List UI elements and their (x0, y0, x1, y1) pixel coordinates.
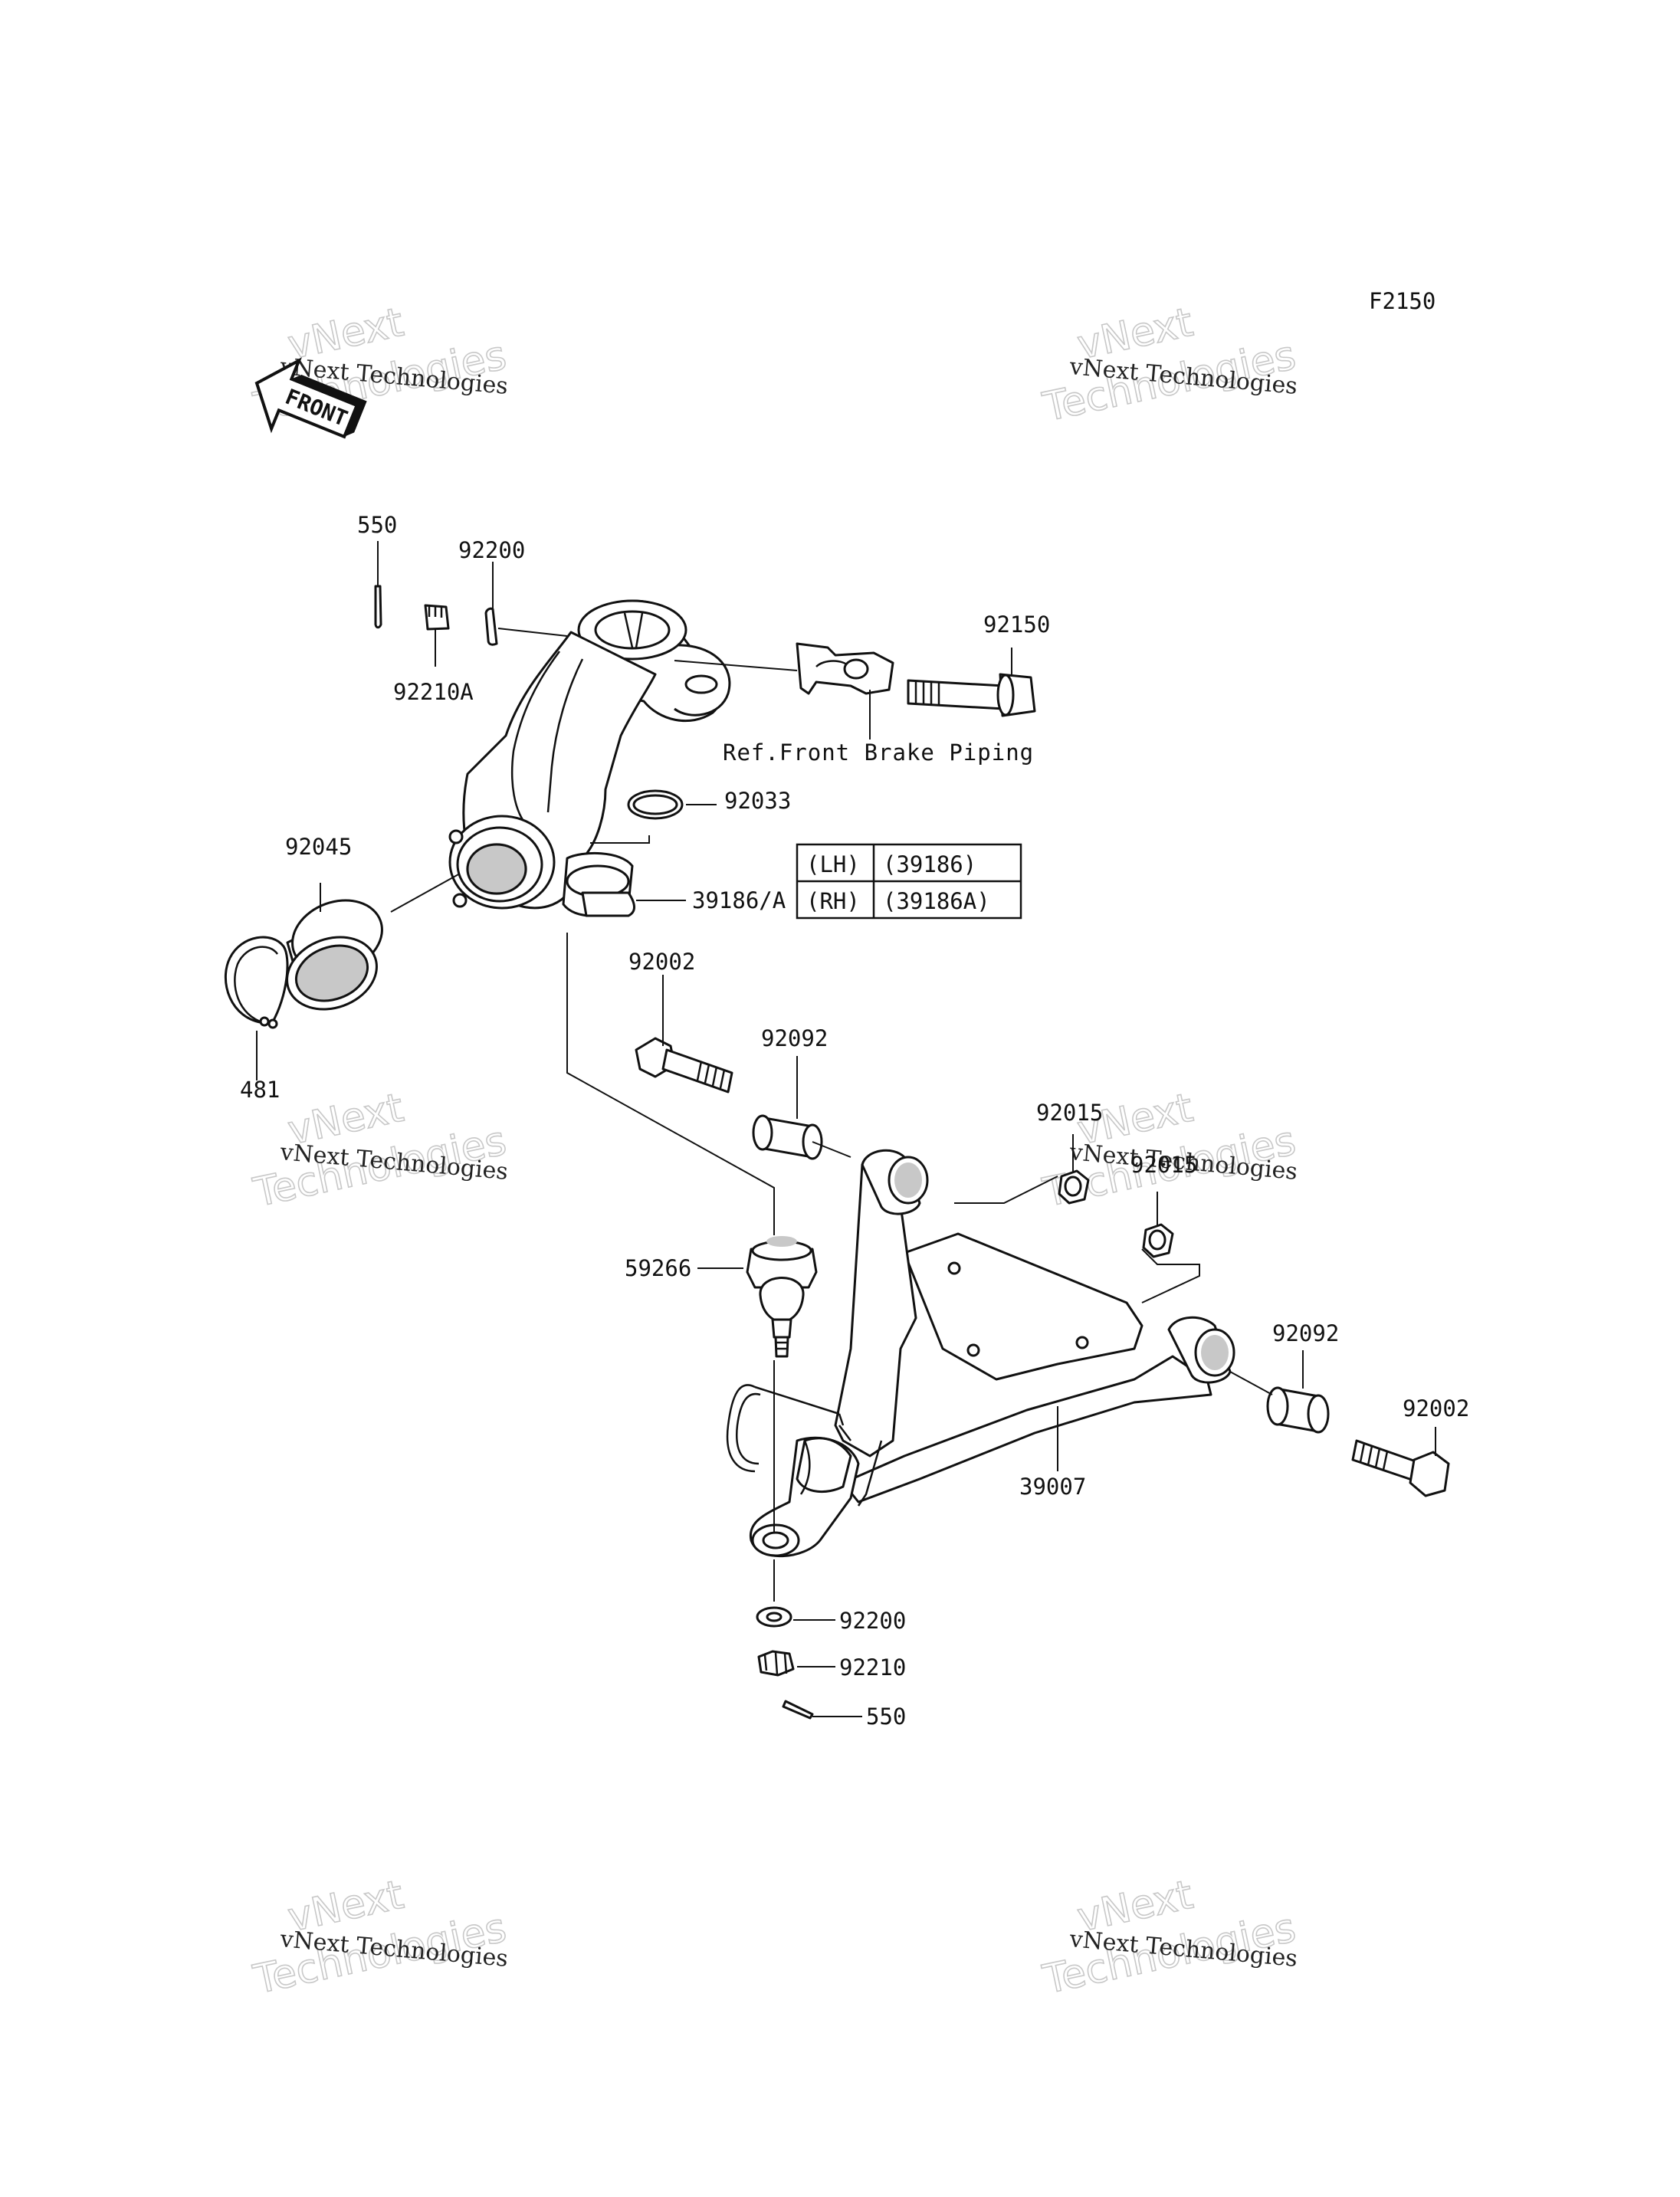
callout-92150: 92150 (983, 612, 1050, 638)
washer-92200-bottom (756, 1606, 792, 1628)
callout-labels: 550 92200 92210A 92150 92033 92045 39186… (240, 512, 1469, 1730)
callout-92210: 92210 (839, 1654, 906, 1681)
bushing-92092-left (752, 1114, 823, 1160)
callout-92200-bottom: 92200 (839, 1608, 906, 1634)
bearing-92045 (286, 899, 383, 1011)
leader-lines (256, 541, 1436, 1717)
callout-92002-left: 92002 (628, 949, 695, 975)
bolt-92150 (907, 673, 1036, 717)
table-row-rh-side: (RH) (806, 888, 860, 914)
callout-92200-top: 92200 (458, 537, 525, 563)
callout-92092-right: 92092 (1272, 1320, 1339, 1346)
watermark-bottom-right: vNext Technologies (1039, 1871, 1301, 2004)
reference-note: Ref.Front Brake Piping (723, 739, 1034, 766)
callout-550-top: 550 (357, 512, 397, 538)
callout-92092-left: 92092 (761, 1025, 828, 1051)
steering-knuckle (448, 599, 731, 917)
table-row-rh-part: (39186A) (883, 888, 990, 914)
callout-92015-a: 92015 (1036, 1100, 1103, 1126)
o-ring-92033 (627, 789, 684, 820)
callout-39007: 39007 (1019, 1474, 1086, 1500)
callout-92033: 92033 (724, 788, 791, 814)
bolt-92002-left (635, 1037, 733, 1094)
a-arm-39007 (726, 1149, 1235, 1558)
side-table: (LH) (39186) (RH) (39186A) (796, 843, 1022, 920)
brake-bracket (796, 642, 894, 695)
nut-92015-a (1058, 1169, 1090, 1205)
bushing-92092-right (1266, 1386, 1330, 1434)
table-row-lh-side: (LH) (806, 851, 860, 877)
bolt-92002-right (1351, 1439, 1450, 1497)
watermark-bottom-left: vNext Technologies (249, 1871, 511, 2004)
nut-92210A (424, 604, 450, 631)
callout-92045: 92045 (285, 834, 352, 860)
callout-92015-b: 92015 (1130, 1152, 1197, 1178)
figure-code: F2150 (1369, 288, 1436, 314)
callout-39186A: 39186/A (692, 887, 786, 913)
callout-92210A: 92210A (393, 679, 474, 705)
watermark-top-right: vNext Technologies (1039, 299, 1301, 431)
nut-92210 (757, 1650, 795, 1677)
callout-59266: 59266 (625, 1255, 691, 1281)
ball-joint-59266 (746, 1236, 818, 1358)
cotter-pin-550-top (374, 585, 382, 629)
washer-92200-top (484, 607, 498, 646)
cotter-pin-550-bottom (782, 1700, 814, 1720)
table-row-lh-part: (39186) (883, 851, 976, 877)
callout-481: 481 (240, 1077, 280, 1103)
callout-92002-right: 92002 (1403, 1395, 1469, 1421)
callout-550-bottom: 550 (866, 1703, 906, 1730)
nut-92015-b (1142, 1223, 1174, 1258)
circlip-481 (224, 936, 289, 1029)
